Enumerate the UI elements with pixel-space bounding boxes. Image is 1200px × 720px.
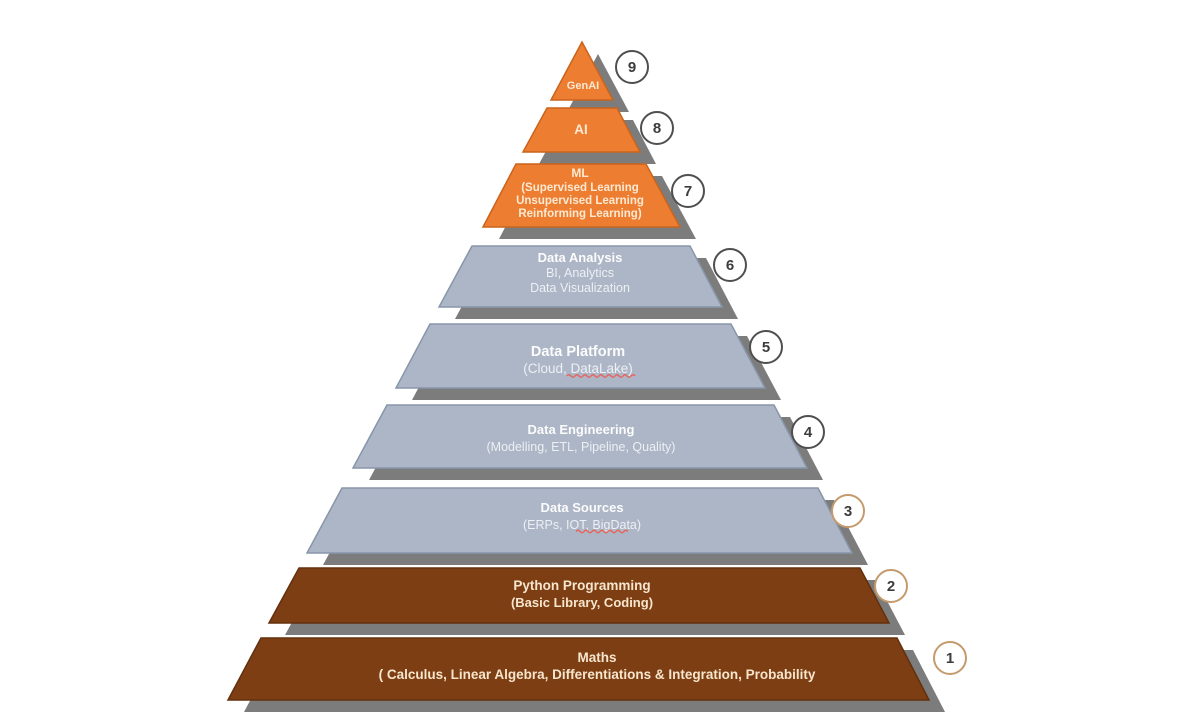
badge-7-number: 7 bbox=[684, 183, 692, 200]
level-6-shape bbox=[437, 245, 724, 308]
spellcheck-underline-datalake bbox=[566, 374, 636, 378]
level-4-line: (Modelling, ETL, Pipeline, Quality) bbox=[487, 440, 676, 454]
badge-8: 8 bbox=[640, 111, 674, 145]
level-8-title: AI bbox=[574, 122, 588, 137]
level-1-line: ( Calculus, Linear Algebra, Differentiat… bbox=[379, 667, 816, 682]
level-number-badges: 1 2 3 4 5 6 7 bbox=[615, 50, 967, 675]
pyramid-level-3: Data Sources (ERPs, IOT, BigData) bbox=[305, 487, 854, 554]
pyramid-level-9: GenAI bbox=[549, 40, 615, 101]
level-7-line-1: (Supervised Learning bbox=[521, 182, 639, 194]
badge-1-circle bbox=[933, 641, 967, 675]
spellcheck-underline-bigdata bbox=[575, 529, 629, 534]
level-6-title: Data Analysis bbox=[538, 250, 623, 265]
level-4-shape bbox=[351, 404, 809, 469]
badge-1-number: 1 bbox=[946, 650, 954, 667]
level-1-title: Maths bbox=[577, 650, 616, 665]
badge-6: 6 bbox=[713, 248, 747, 282]
level-6-line-2: Data Visualization bbox=[530, 281, 630, 295]
badge-8-number: 8 bbox=[653, 120, 661, 137]
pyramid-level-6: Data Analysis BI, Analytics Data Visuali… bbox=[437, 245, 724, 308]
level-6-line-1: BI, Analytics bbox=[546, 266, 614, 280]
badge-3-circle bbox=[831, 494, 865, 528]
pyramid-level-4: Data Engineering (Modelling, ETL, Pipeli… bbox=[351, 404, 809, 469]
badge-4-circle bbox=[791, 415, 825, 449]
badge-4: 4 bbox=[791, 415, 825, 449]
badge-9: 9 bbox=[615, 50, 649, 84]
level-1-shape bbox=[226, 637, 931, 701]
level-2-line: (Basic Library, Coding) bbox=[511, 595, 653, 610]
badge-1: 1 bbox=[933, 641, 967, 675]
level-4-title: Data Engineering bbox=[528, 422, 635, 437]
level-9-title: GenAI bbox=[567, 80, 599, 92]
badge-8-circle bbox=[640, 111, 674, 145]
badge-2-circle bbox=[874, 569, 908, 603]
level-9-shape bbox=[549, 40, 615, 101]
level-5-line: (Cloud, DataLake) bbox=[523, 361, 633, 376]
level-7-line-2: Unsupervised Learning bbox=[516, 195, 644, 207]
level-5-shape bbox=[394, 323, 767, 389]
badge-5: 5 bbox=[749, 330, 783, 364]
level-7-line-3: Reinforming Learning) bbox=[518, 208, 641, 220]
level-5-title: Data Platform bbox=[531, 344, 625, 360]
level-2-title: Python Programming bbox=[513, 578, 650, 593]
badge-6-number: 6 bbox=[726, 257, 734, 274]
level-2-shape bbox=[267, 567, 891, 624]
badge-3-number: 3 bbox=[844, 503, 852, 520]
pyramid-level-1: Maths ( Calculus, Linear Algebra, Differ… bbox=[226, 637, 931, 701]
level-7-title: ML bbox=[571, 166, 588, 180]
level-7-shape bbox=[481, 163, 682, 228]
pyramid-level-7: ML (Supervised Learning Unsupervised Lea… bbox=[481, 163, 682, 228]
pyramid-level-8: AI bbox=[521, 107, 642, 153]
pyramid-level-2: Python Programming (Basic Library, Codin… bbox=[267, 567, 891, 624]
pyramid-level-5: Data Platform (Cloud, DataLake) bbox=[394, 323, 767, 389]
level-3-shape bbox=[305, 487, 854, 554]
badge-2-number: 2 bbox=[887, 578, 895, 595]
level-8-shape bbox=[521, 107, 642, 153]
badge-9-number: 9 bbox=[628, 59, 636, 76]
badge-9-circle bbox=[615, 50, 649, 84]
level-3-line: (ERPs, IOT, BigData) bbox=[523, 518, 641, 532]
badge-5-number: 5 bbox=[762, 339, 770, 356]
badge-3: 3 bbox=[831, 494, 865, 528]
badge-4-number: 4 bbox=[804, 424, 813, 441]
badge-7-circle bbox=[671, 174, 705, 208]
badge-6-circle bbox=[713, 248, 747, 282]
badge-5-circle bbox=[749, 330, 783, 364]
level-3-title: Data Sources bbox=[540, 500, 623, 515]
badge-7: 7 bbox=[671, 174, 705, 208]
badge-2: 2 bbox=[874, 569, 908, 603]
